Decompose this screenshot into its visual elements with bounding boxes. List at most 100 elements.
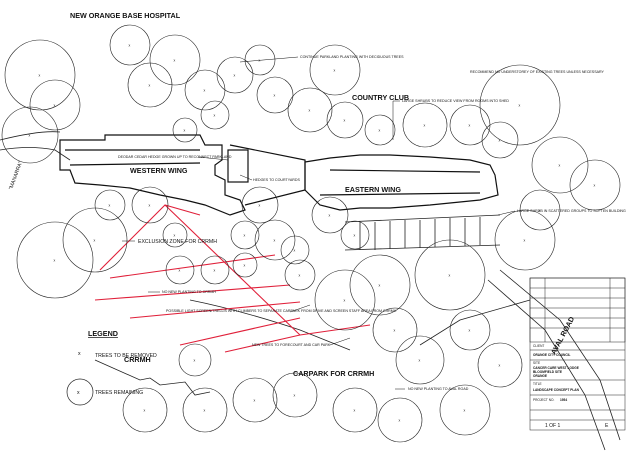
tree-canopy	[16, 221, 94, 299]
legend: LEGEND x TREES TO BE REMOVED x TREES REM…	[66, 329, 157, 406]
tree-canopy	[172, 117, 198, 143]
tb-project-no: 1954	[560, 398, 567, 402]
tree-canopy	[439, 384, 491, 436]
tree-canopy	[178, 343, 212, 377]
tree-trunk-mark: x	[294, 394, 296, 398]
tree-canopy	[131, 186, 169, 224]
tree-trunk-mark: x	[344, 299, 346, 303]
tree-canopy	[109, 24, 151, 66]
tree-trunk-mark: x	[449, 274, 451, 278]
tree-canopy	[149, 34, 201, 86]
tree-canopy	[479, 64, 561, 146]
tree-canopy	[340, 220, 370, 250]
tree-trunk-mark: x	[309, 109, 311, 113]
tree-trunk-mark: x	[399, 419, 401, 423]
tree-trunk-mark: x	[144, 409, 146, 413]
tree-trunk-mark: x	[274, 239, 276, 243]
tree-trunk-mark: x	[524, 239, 526, 243]
tree-trunk-mark: x	[149, 84, 151, 88]
tree-canopy	[477, 342, 523, 388]
note-no-new: NO NEW PLANTING TO CRRMH	[162, 290, 216, 294]
note-parkland: CONTINUE PARKLAND PLANTING WITH DECIDUOU…	[300, 55, 404, 59]
tb-site2: BLOOMFIELD SITE	[533, 370, 562, 374]
tree-canopy	[364, 114, 396, 146]
tree-trunk-mark: x	[299, 274, 301, 278]
western-wing-label: WESTERN WING	[130, 166, 188, 175]
legend-title: LEGEND	[88, 329, 118, 338]
tree-canopy	[162, 222, 188, 248]
tree-trunk-mark: x	[254, 399, 256, 403]
tree-canopy	[284, 259, 316, 291]
tree-trunk-mark: x	[469, 124, 471, 128]
tree-canopy	[244, 44, 276, 76]
tree-trunk-mark: x	[214, 269, 216, 273]
tree-trunk-mark: x	[469, 329, 471, 333]
note-recommend: RECOMMEND NO UNDERSTOREY OF EXISTING TRE…	[470, 70, 605, 74]
eastern-wing-label: EASTERN WING	[345, 185, 401, 194]
tree-trunk-mark: x	[179, 269, 181, 273]
tb-project-no-label: PROJECT NO.	[533, 398, 554, 402]
exclusion-zone-lines	[94, 204, 371, 353]
tree-canopy	[395, 335, 445, 385]
tree-canopy	[481, 121, 519, 159]
note-new-trees: NEW TREES TO FORECOURT AND CAR PARK	[252, 343, 331, 347]
tree-trunk-mark: x	[234, 74, 236, 78]
hospital-label: NEW ORANGE BASE HOSPITAL	[70, 11, 181, 20]
country-club-label: COUNTRY CLUB	[352, 93, 409, 102]
tree-trunk-mark: x	[394, 329, 396, 333]
tree-trunk-mark: x	[109, 204, 111, 208]
tb-site3: ORANGE	[533, 374, 547, 378]
legend-trees-removed: TREES TO BE REMOVED	[95, 353, 157, 359]
note-large-shrubs: LARGE SHRUBS TO REDUCE VIEW FROM ROOMS I…	[402, 99, 509, 103]
tree-canopy	[200, 255, 230, 285]
legend-tree-circle	[66, 378, 94, 406]
western-wing-building	[59, 134, 246, 216]
tree-trunk-mark: x	[294, 249, 296, 253]
tree-trunk-mark: x	[424, 124, 426, 128]
tree-canopy	[165, 255, 195, 285]
tree-canopy	[519, 189, 561, 231]
tb-title: LANDSCAPE CONCEPT PLAN	[533, 388, 580, 392]
tree-canopy	[287, 87, 333, 133]
tree-trunk-mark: x	[129, 44, 131, 48]
tree-trunk-mark: x	[379, 129, 381, 133]
legend-x-symbol: x	[78, 351, 81, 357]
tree-trunk-mark: x	[244, 234, 246, 238]
tree-trunk-mark: x	[379, 284, 381, 288]
tree-canopy	[256, 76, 294, 114]
title-block: CLIENT ORANGE CITY COUNCIL SITE CANCER C…	[529, 277, 626, 431]
tree-canopy	[232, 377, 278, 423]
note-aval-planting: NO NEW PLANTING TO AVAL ROAD	[408, 387, 469, 391]
tree-trunk-mark: x	[354, 409, 356, 413]
tree-canopy	[449, 309, 491, 351]
tb-client: ORANGE CITY COUNCIL	[533, 353, 571, 357]
tree-canopy	[94, 189, 126, 221]
crrmh-label: CRRMH	[124, 355, 151, 364]
tree-canopy	[4, 39, 76, 111]
tree-trunk-mark: x	[464, 409, 466, 413]
tree-trunk-mark: x	[174, 234, 176, 238]
tree-trunk-mark: x	[334, 69, 336, 73]
tree-trunk-mark: x	[354, 234, 356, 238]
note-large-shrub-groups: LARGE SHRUB IN SCATTERED GROUPS TO SOFTE…	[517, 209, 626, 213]
tree-canopy	[127, 62, 173, 108]
tree-canopy	[309, 44, 361, 96]
tree-trunk-mark: x	[149, 204, 151, 208]
road-lines	[0, 131, 621, 451]
tree-canopy	[29, 79, 81, 131]
tb-title-label: TITLE	[533, 382, 542, 386]
tb-site1: CANCER CARE WEST LODGE	[533, 366, 579, 370]
tree-trunk-mark: x	[54, 259, 56, 263]
tree-canopy	[314, 269, 376, 331]
legend-tree-cross: x	[77, 390, 80, 396]
tree-trunk-mark: x	[184, 129, 186, 133]
carpark-bays	[344, 214, 501, 251]
tree-canopy	[569, 159, 621, 211]
note-hedges: HEDGES TO COURTYARDS	[253, 178, 300, 182]
tree-canopy	[531, 136, 589, 194]
tree-trunk-mark: x	[559, 164, 561, 168]
tree-trunk-mark: x	[329, 214, 331, 218]
tree-trunk-mark: x	[499, 364, 501, 368]
tree-trunk-mark: x	[39, 74, 41, 78]
tree-canopy	[494, 209, 556, 271]
